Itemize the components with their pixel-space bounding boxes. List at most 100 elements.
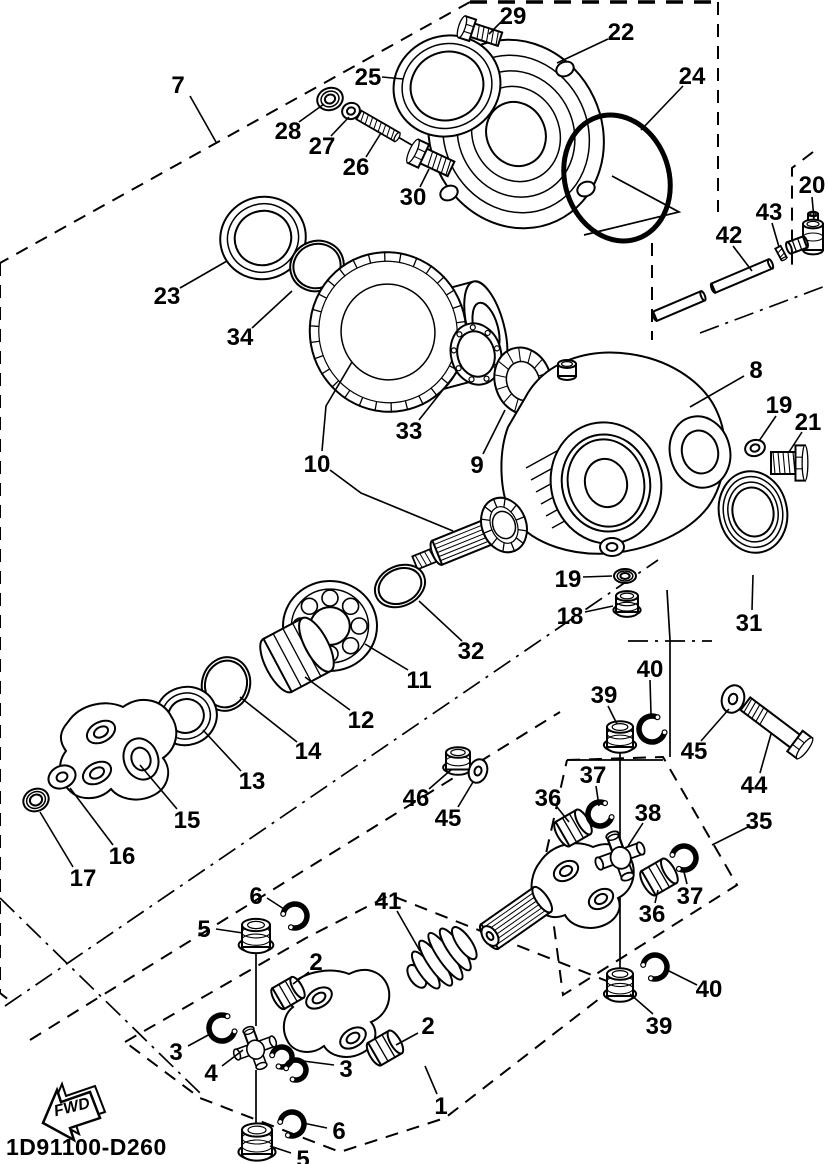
diagram-code: 1D91100-D260 [6,1134,167,1160]
callout-18: 18 [557,603,614,630]
callout-38: 38 [627,800,661,847]
callout-number: 46 [403,785,430,812]
callout-17: 17 [39,811,97,892]
spider-4 [232,1025,278,1071]
clip-40-upper [636,713,668,745]
washer-19-right [744,438,766,458]
callout-number: 5 [197,916,210,943]
case-bore [566,438,646,528]
callout-12: 12 [304,676,375,734]
callout-number: 3 [339,1056,352,1083]
callout-34: 34 [227,290,293,351]
oil-seal-25 [392,34,502,138]
callout-number: 37 [677,883,704,910]
callout-number: 40 [637,656,664,683]
bushing-39-upper [602,720,638,754]
callout-number: 2 [421,1013,434,1040]
breather-spout-20 [785,235,809,255]
callout-2: 2 [292,949,323,985]
callout-number: 32 [458,638,485,665]
callout-37: 37 [580,762,607,807]
cover-bolt-hole-b [555,60,575,78]
callout-number: 12 [348,707,375,734]
callout-20: 20 [799,172,825,220]
callout-19: 19 [758,392,792,442]
callout-15: 15 [139,764,201,834]
callout-19: 19 [555,566,613,593]
o-ring-32 [373,563,427,609]
parts-layer: FWD [22,14,824,1162]
callout-22: 22 [556,19,635,64]
case-filler-boss [557,359,577,381]
callout-number: 44 [741,772,768,799]
o-ring-24-pointer [583,175,682,236]
clip-40-lower [640,952,670,982]
callout-number: 24 [679,63,706,90]
callout-number: 14 [295,738,322,765]
callout-number: 15 [174,807,201,834]
callout-number: 6 [332,1118,345,1145]
callout-number: 22 [608,19,635,46]
pinion-gear [480,496,528,554]
yoke-15 [59,698,178,801]
cover-bolt-hole-c [439,184,459,202]
callout-number: 45 [681,738,708,765]
group-7-bottom [29,711,561,1041]
case-drain-boss [599,537,625,557]
callout-33: 33 [396,371,458,445]
o-ring-24 [561,112,673,244]
spider-38 [594,830,646,882]
driveline-axis [4,559,659,1007]
prop-yoke-eye-b [587,887,615,911]
callout-number: 39 [591,682,618,709]
callout-number: 7 [171,72,184,99]
callout-21: 21 [788,409,822,453]
breather-pipe-42b [709,257,775,295]
clip-37-right [669,843,699,873]
callout-44: 44 [741,733,772,799]
callout-43: 43 [756,199,782,248]
yoke-15-eye-a [85,719,117,745]
cover-bolt-hole-d [576,180,596,198]
clip-6-upper [280,901,310,931]
bolt-30 [406,138,456,178]
washer-19-left [613,568,637,584]
callout-number: 27 [309,133,336,160]
callout-number: 41 [375,888,402,915]
group-20-axis [699,284,828,334]
callout-29: 29 [488,3,526,35]
nut-28 [316,86,344,112]
oil-seal-23 [219,195,307,281]
callout-number: 19 [555,566,582,593]
callout-35: 35 [711,808,772,846]
callout-number: 37 [580,762,607,789]
callout-number: 6 [249,883,262,910]
bolt-44 [739,695,814,760]
front-axis [0,897,201,1094]
callout-number: 16 [109,843,136,870]
group-1-box [124,893,620,1154]
stud-26 [355,109,401,143]
group-7-top-diagonal [0,1,471,264]
callout-45: 45 [681,708,730,765]
callout-number: 31 [736,610,763,637]
callout-number: 11 [406,667,431,694]
clip-6-lower [277,1109,307,1139]
callout-number: 26 [343,154,370,181]
callout-23: 23 [154,260,228,310]
drain-plug-18 [612,590,642,618]
callout-number: 36 [639,901,666,928]
callout-8: 8 [689,357,763,408]
callout-42: 42 [716,222,753,272]
callout-number: 34 [227,324,254,351]
callout-24: 24 [640,63,706,131]
callout-number: 9 [470,452,483,479]
callout-number: 17 [70,865,97,892]
callout-number: 21 [795,409,822,436]
breather-pipe-42a [651,289,707,323]
callout-number: 25 [355,64,382,91]
callout-number: 3 [169,1039,182,1066]
washer-45-right [720,684,746,714]
prop-yoke-eye-a [552,859,580,883]
